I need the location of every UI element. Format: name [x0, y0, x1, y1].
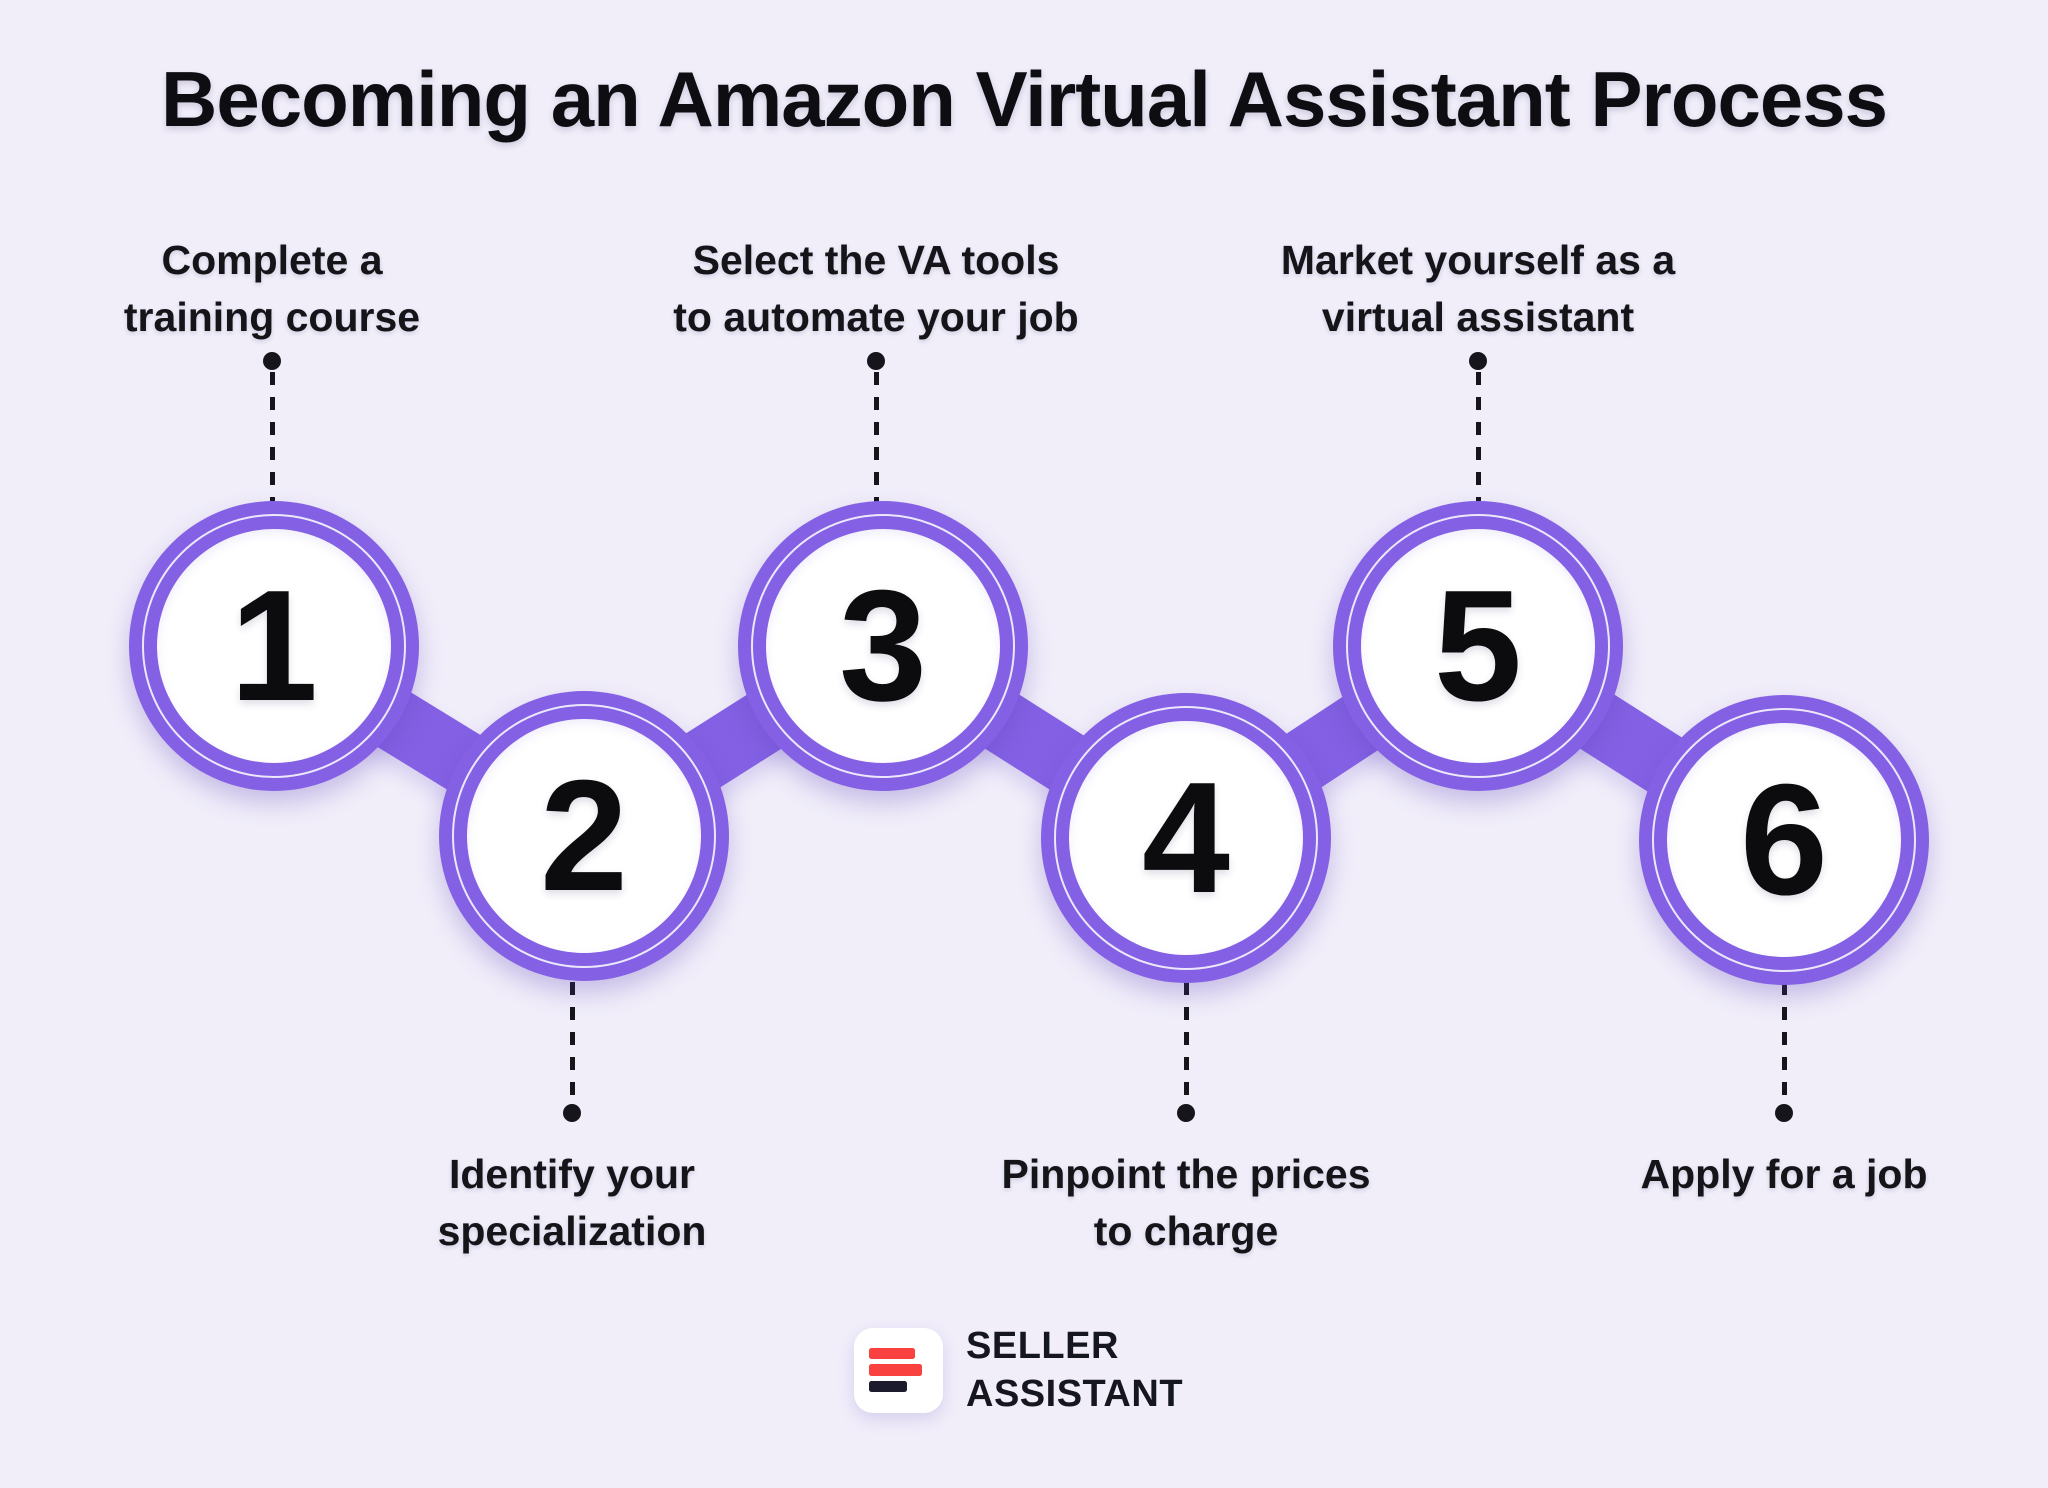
step-4-leader-line	[1184, 982, 1189, 1104]
three-bars-icon	[869, 1364, 922, 1376]
step-4-circle: 4	[1041, 693, 1331, 983]
page-title: Becoming an Amazon Virtual Assistant Pro…	[161, 55, 1888, 143]
step-4-number: 4	[1142, 750, 1230, 926]
step-2-number: 2	[540, 748, 628, 924]
step-5-circle: 5	[1333, 501, 1623, 791]
step-1-leader-dot	[263, 352, 281, 370]
step-5-leader-dot	[1469, 352, 1487, 370]
step-5-number: 5	[1434, 558, 1522, 734]
brand-name: SELLER ASSISTANT	[966, 1322, 1183, 1418]
step-2-leader-line	[570, 982, 575, 1104]
step-3-label: Select the VA tools to automate your job	[673, 237, 1079, 340]
step-2-leader-dot	[563, 1104, 581, 1122]
step-6-circle: 6	[1639, 695, 1929, 985]
step-3-circle: 3	[738, 501, 1028, 791]
brand-line-2: ASSISTANT	[966, 1373, 1184, 1415]
three-bars-icon	[869, 1381, 907, 1392]
step-5-label: Market yourself as a virtual assistant	[1280, 237, 1676, 340]
brand-line-1: SELLER	[966, 1325, 1119, 1367]
step-4-leader-dot	[1177, 1104, 1195, 1122]
three-bars-icon	[869, 1348, 915, 1359]
step-6-leader-dot	[1775, 1104, 1793, 1122]
step-2-label: Identify your specialization	[437, 1151, 707, 1254]
step-6-number: 6	[1740, 752, 1828, 928]
step-1-leader-line	[270, 372, 275, 502]
step-3-number: 3	[839, 558, 927, 734]
step-4-label: Pinpoint the prices to charge	[1001, 1151, 1371, 1254]
step-6-label: Apply for a job	[1640, 1151, 1928, 1197]
step-1-number: 1	[230, 558, 318, 734]
step-2-circle: 2	[439, 691, 729, 981]
step-1-label: Complete a training course	[123, 237, 421, 340]
seller-assistant-logo	[854, 1328, 943, 1413]
step-3-leader-dot	[867, 352, 885, 370]
step-5-leader-line	[1476, 372, 1481, 502]
step-1-circle: 1	[129, 501, 419, 791]
step-6-leader-line	[1782, 982, 1787, 1104]
step-3-leader-line	[874, 372, 879, 502]
